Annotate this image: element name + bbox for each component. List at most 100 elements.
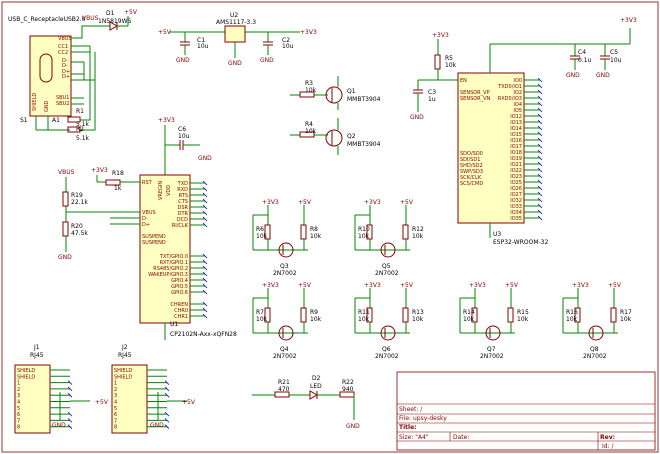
no-connect-icon (537, 137, 543, 143)
block-5v-net: +5V (298, 282, 312, 289)
c3-ref: C3 (428, 89, 436, 96)
r20-body (62, 221, 69, 237)
no-connect-icon (67, 386, 73, 392)
j1-pin: 2 (17, 387, 20, 393)
cp-pin-right: RXD (177, 187, 188, 193)
d1-symbol (109, 21, 119, 31)
cp-pin-vbus: VBUS (142, 210, 156, 216)
u2-5v-net: +5V (158, 29, 172, 36)
cp-pin-right: RI/CLK (172, 223, 189, 229)
no-connect-icon (537, 191, 543, 197)
r22-ref: R22 (342, 379, 354, 386)
q2-body (325, 129, 343, 147)
d2-symbol (309, 390, 319, 400)
block-r-right (507, 307, 514, 323)
mosfet-symbol (588, 325, 604, 341)
block-5v-net: +5V (505, 282, 519, 289)
u2-3v3-net: +3V3 (300, 29, 317, 36)
r20-val: 47.5k (71, 230, 88, 237)
no-connect-icon (537, 167, 543, 173)
cp-pin-right: DTR (178, 211, 189, 217)
no-connect-icon (202, 307, 208, 313)
esp-pin-sd0: SDO/SD0 (460, 151, 483, 157)
c3-val: 1u (428, 96, 436, 103)
d2-ref: D2 (312, 375, 321, 382)
q1-ref: Q1 (347, 88, 356, 95)
esp-pin-right: IO21 (510, 162, 522, 168)
d1-5v-net: +5V (124, 9, 138, 16)
usb-pin-vbus: VBUS (58, 36, 72, 42)
r1-val: 5.1k (76, 121, 90, 128)
d1-ref: D1 (106, 10, 115, 17)
no-connect-icon (537, 179, 543, 185)
block-r-left-val: 10k (463, 316, 475, 323)
block-r-right (610, 307, 617, 323)
d2-val: LED (310, 383, 322, 390)
s1-label: S1 (20, 117, 28, 124)
block-3v3-net: +3V3 (364, 282, 381, 289)
title-size: Size: "A4" (399, 434, 429, 441)
j2-gnd-net: GND (150, 422, 164, 429)
j1-pin: SHIELD (17, 368, 35, 374)
no-connect-icon (202, 222, 208, 228)
block-r-right-ref: R12 (412, 226, 424, 233)
esp32-left-pins: EN SENSOR_VP SENSOR_VN SDO/SD0 SDI/SD1 S… (460, 78, 491, 187)
no-connect-icon (202, 198, 208, 204)
usb-pin-gnd: GND (44, 100, 50, 112)
esp-pin-right: IO5 (513, 108, 522, 114)
esp-3v3-net: +3V3 (432, 32, 449, 39)
block-r-left-ref: R16 (566, 309, 578, 316)
mosfet-blocks: +3V3R610k+5VR810kQ32N7002+3V3R1010k+5VR1… (252, 199, 632, 360)
a1-label: A1 (52, 117, 60, 124)
c5-gnd-net: GND (596, 72, 610, 79)
esp-pin-right: IO27 (510, 192, 522, 198)
c4-gnd-net: GND (566, 72, 580, 79)
no-connect-icon (164, 380, 170, 385)
j2-body (111, 364, 148, 434)
block-r-right (300, 224, 307, 240)
usb-pin-cc2: CC2 (58, 50, 68, 56)
block-r-left-ref: R14 (463, 309, 475, 316)
esp-pin-right: IO13 (510, 120, 522, 126)
c4-ref: C4 (578, 49, 586, 56)
usb-pin-sbu1: SBU1 (56, 95, 69, 101)
esp-pin-right: IO16 (510, 138, 522, 144)
r21-ref: R21 (278, 379, 290, 386)
r3-val: 10k (305, 87, 317, 94)
block-r-right-val: 10k (517, 316, 529, 323)
c3-gnd-net: GND (410, 114, 424, 121)
no-connect-icon (537, 95, 543, 101)
j1-pin: 1 (17, 381, 20, 387)
c6-gnd-net: GND (198, 155, 212, 162)
no-connect-icon (202, 259, 208, 265)
no-connect-icon (202, 253, 208, 259)
mosfet-val: 2N7002 (273, 353, 297, 360)
esp-pin-right: IO32 (510, 198, 522, 204)
no-connect-icon (537, 101, 543, 107)
u2-ref: U2 (230, 12, 238, 19)
r1-body (67, 116, 81, 123)
block-3v3-net: +3V3 (364, 199, 381, 206)
block-r-right (402, 224, 409, 240)
cp-pin-rst: RST (142, 180, 153, 186)
j2-ref: J2 (121, 344, 128, 351)
j1-ref: J1 (33, 344, 40, 351)
u3-ref: U3 (493, 231, 501, 238)
j1-5v-net: +5V (95, 399, 109, 406)
j1-pin: 7 (17, 418, 20, 424)
block-r-right-val: 10k (412, 233, 424, 240)
cp-pin-right: GPIO.4 (171, 278, 188, 284)
no-connect-icon (537, 113, 543, 119)
cp-pin-right: CHR0 (174, 308, 188, 314)
r19-body (62, 191, 69, 207)
r19-vbus-net: VBUS (58, 169, 75, 176)
mosfet-symbol (380, 325, 396, 341)
cp-pin-right: WAKEUP/GPIO.3 (148, 272, 188, 278)
r5-ref: R5 (445, 55, 453, 62)
u1-ref: U1 (170, 321, 178, 328)
title-date: Date: (453, 434, 469, 441)
